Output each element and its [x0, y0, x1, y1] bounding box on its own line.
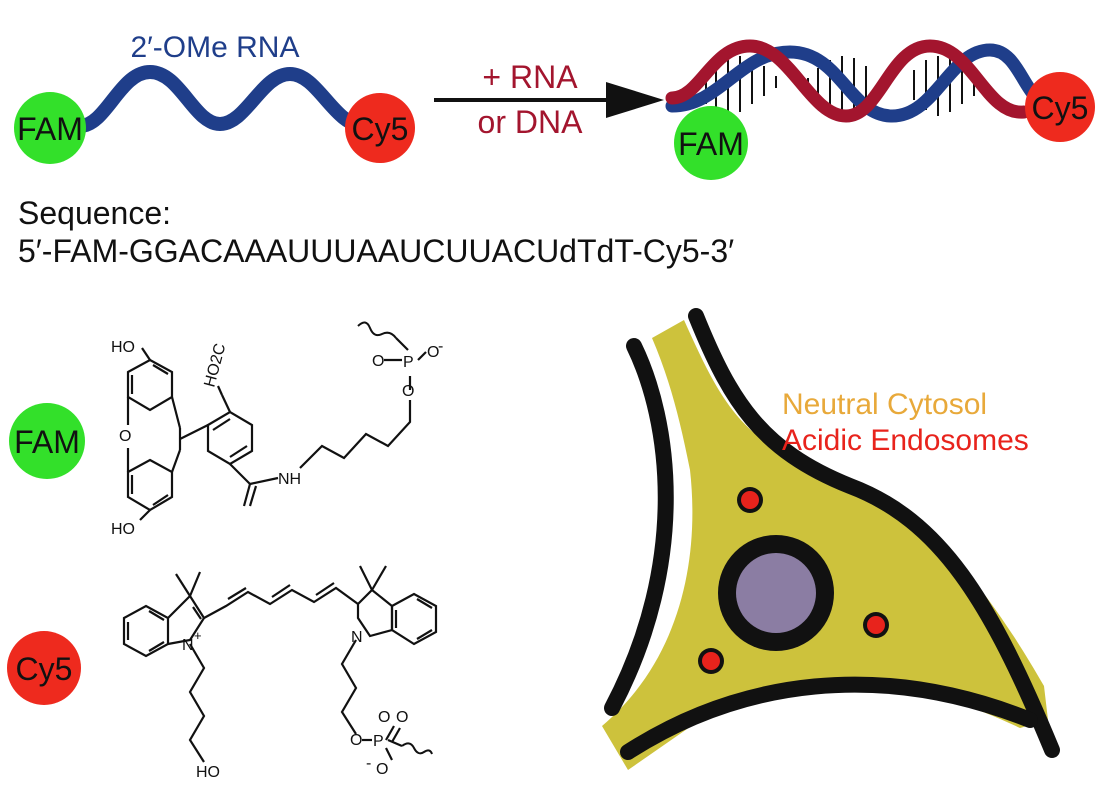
cy5-structure: Cy5: [7, 565, 438, 781]
cell-diagram: Neutral Cytosol Acidic Endosomes: [602, 308, 1060, 770]
fam-atom-p: P: [403, 354, 414, 371]
cy5-atom-charge: -: [366, 755, 371, 772]
probe-fam-circle: [14, 92, 86, 164]
cy5-atom-o2: O: [378, 709, 390, 726]
reaction-arrow-group: + RNA or DNA: [434, 59, 664, 140]
duplex-helix: FAM Cy5: [665, 39, 1095, 180]
fam-atom-carboxyl: HO2C: [201, 342, 229, 389]
cy5-atom-o1: O: [350, 732, 362, 749]
cell-membrane-top: [688, 308, 1060, 758]
duplex-strand-red: [665, 39, 1031, 123]
cell-membrane-left: [604, 338, 674, 716]
fam-atom-nh: NH: [278, 471, 301, 488]
duplex-fam-circle: [674, 106, 748, 180]
cy5-structure-circle: [7, 631, 81, 705]
endosome-3-core: [702, 652, 720, 670]
cy5-atom-labels: N + N HO P O O O O -: [182, 628, 408, 781]
reaction-line1: + RNA: [482, 59, 578, 95]
duplex-fam-label: FAM: [678, 126, 744, 162]
cy5-atom-ho: HO: [196, 764, 220, 781]
probe-fam-label: FAM: [17, 111, 83, 147]
cy5-atom-plus: +: [194, 628, 202, 643]
sequence-heading: Sequence:: [18, 195, 171, 231]
cell-nucleus: [736, 553, 816, 633]
probe-strand-label: 2′-OMe RNA: [131, 31, 300, 64]
duplex-cy5-label: Cy5: [1032, 90, 1089, 126]
fam-atom-ho-bottom: HO: [111, 521, 135, 538]
fam-atom-o1: O: [402, 383, 414, 400]
fam-atom-charge: -: [438, 338, 443, 355]
cy5-bonds: [122, 565, 438, 763]
fam-structure-label: FAM: [14, 424, 80, 460]
endosome-1-core: [741, 491, 759, 509]
cy5-atom-p: P: [373, 733, 384, 750]
fam-atom-o3: O: [427, 344, 439, 361]
probe-cy5-label: Cy5: [352, 111, 409, 147]
endosome-2-core: [867, 616, 885, 634]
cy5-structure-label: Cy5: [16, 651, 73, 687]
fam-atom-o-ring: O: [119, 428, 131, 445]
fam-bonds: [126, 321, 427, 521]
reaction-line2: or DNA: [478, 104, 584, 140]
reaction-arrow-head: [606, 82, 664, 118]
cell-membrane-bottom: [620, 676, 1038, 760]
fam-atom-ho-top: HO: [111, 339, 135, 356]
cy5-atom-n: N: [351, 629, 363, 646]
duplex-cy5-circle: [1025, 72, 1095, 142]
cy5-atom-o4: O: [376, 761, 388, 778]
probe-single-strand: 2′-OMe RNA FAM Cy5: [14, 31, 415, 164]
sequence-value: 5′-FAM-GGACAAAUUUAAUCUUACUdTdT-Cy5-3′: [18, 233, 734, 269]
fam-structure-circle: [9, 403, 85, 479]
fam-atom-labels: HO HO O HO2C NH P O O O -: [111, 338, 443, 538]
cy5-atom-n-plus: N: [182, 637, 194, 654]
probe-strand-ribbon: [73, 64, 371, 133]
legend-neutral-cytosol: Neutral Cytosol: [782, 388, 987, 421]
fam-structure: FAM: [9, 321, 443, 538]
probe-cy5-circle: [345, 93, 415, 163]
legend-acidic-endosomes: Acidic Endosomes: [782, 424, 1029, 457]
fam-atom-o2: O: [372, 353, 384, 370]
duplex-strand-blue: [665, 43, 1055, 123]
cy5-atom-o3: O: [396, 709, 408, 726]
